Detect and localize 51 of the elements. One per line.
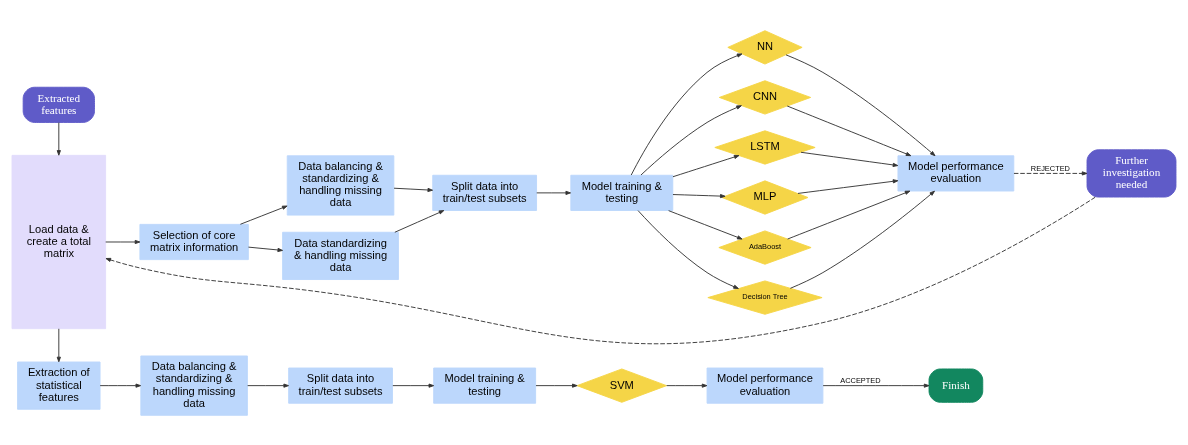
arrow: [536, 190, 571, 195]
arrow: [1013, 170, 1088, 175]
edge-label: ACCEPTED: [840, 375, 881, 385]
arrow: [393, 187, 434, 192]
arrow: [666, 383, 708, 388]
node-diamond: AdaBoost: [718, 229, 812, 265]
arrow: [105, 196, 1096, 344]
node-box: Extraction of statistical features: [17, 361, 101, 410]
arrow: [786, 105, 912, 156]
arrow: [247, 383, 289, 388]
arrow: [248, 246, 283, 252]
arrow: [99, 383, 142, 388]
arrow: [789, 190, 935, 289]
arrow: [394, 209, 445, 233]
node-box: Finish: [928, 368, 984, 403]
node-box: Model training & testing: [570, 174, 674, 211]
node-box: Data balancing & standardizing & handling missing data: [140, 355, 248, 416]
node-box: Model performance evaluation: [706, 367, 824, 404]
arrow: [787, 190, 911, 239]
node-diamond: SVM: [576, 368, 668, 403]
arrow: [800, 151, 899, 167]
node-box: Data balancing & standardizing & handling missing data: [286, 154, 395, 216]
arrow: [392, 383, 435, 388]
node-diamond: NN: [727, 29, 803, 65]
arrow: [630, 52, 743, 175]
edge-label: REJECTED: [1030, 163, 1070, 173]
node-box: Selection of core matrix information: [139, 223, 249, 260]
arrow: [239, 205, 288, 225]
node-box: Extracted features: [22, 86, 95, 123]
node-box: Model training & testing: [433, 367, 537, 404]
node-diamond: LSTM: [714, 129, 816, 165]
node-box: Data standardizing & handling missing data: [282, 231, 399, 280]
arrow: [797, 178, 899, 194]
arrow: [822, 383, 930, 388]
node-box: Model performance evaluation: [897, 154, 1015, 191]
arrow: [637, 209, 739, 289]
arrow: [56, 121, 61, 156]
arrow: [535, 383, 578, 388]
node-diamond: CNN: [718, 79, 812, 115]
arrow: [785, 53, 936, 156]
node-box: Split data into train/test subsets: [432, 174, 537, 211]
arrow: [672, 193, 726, 198]
arrow: [640, 104, 742, 175]
node-box: Further investigation needed: [1086, 148, 1177, 197]
node-diamond: Decision Tree: [707, 279, 823, 315]
arrow: [672, 154, 740, 177]
arrow: [105, 239, 141, 244]
arrow: [668, 209, 743, 240]
arrow: [56, 327, 61, 362]
node-box: Load data & create a total matrix: [11, 154, 107, 329]
node-box: Split data into train/test subsets: [288, 367, 393, 404]
